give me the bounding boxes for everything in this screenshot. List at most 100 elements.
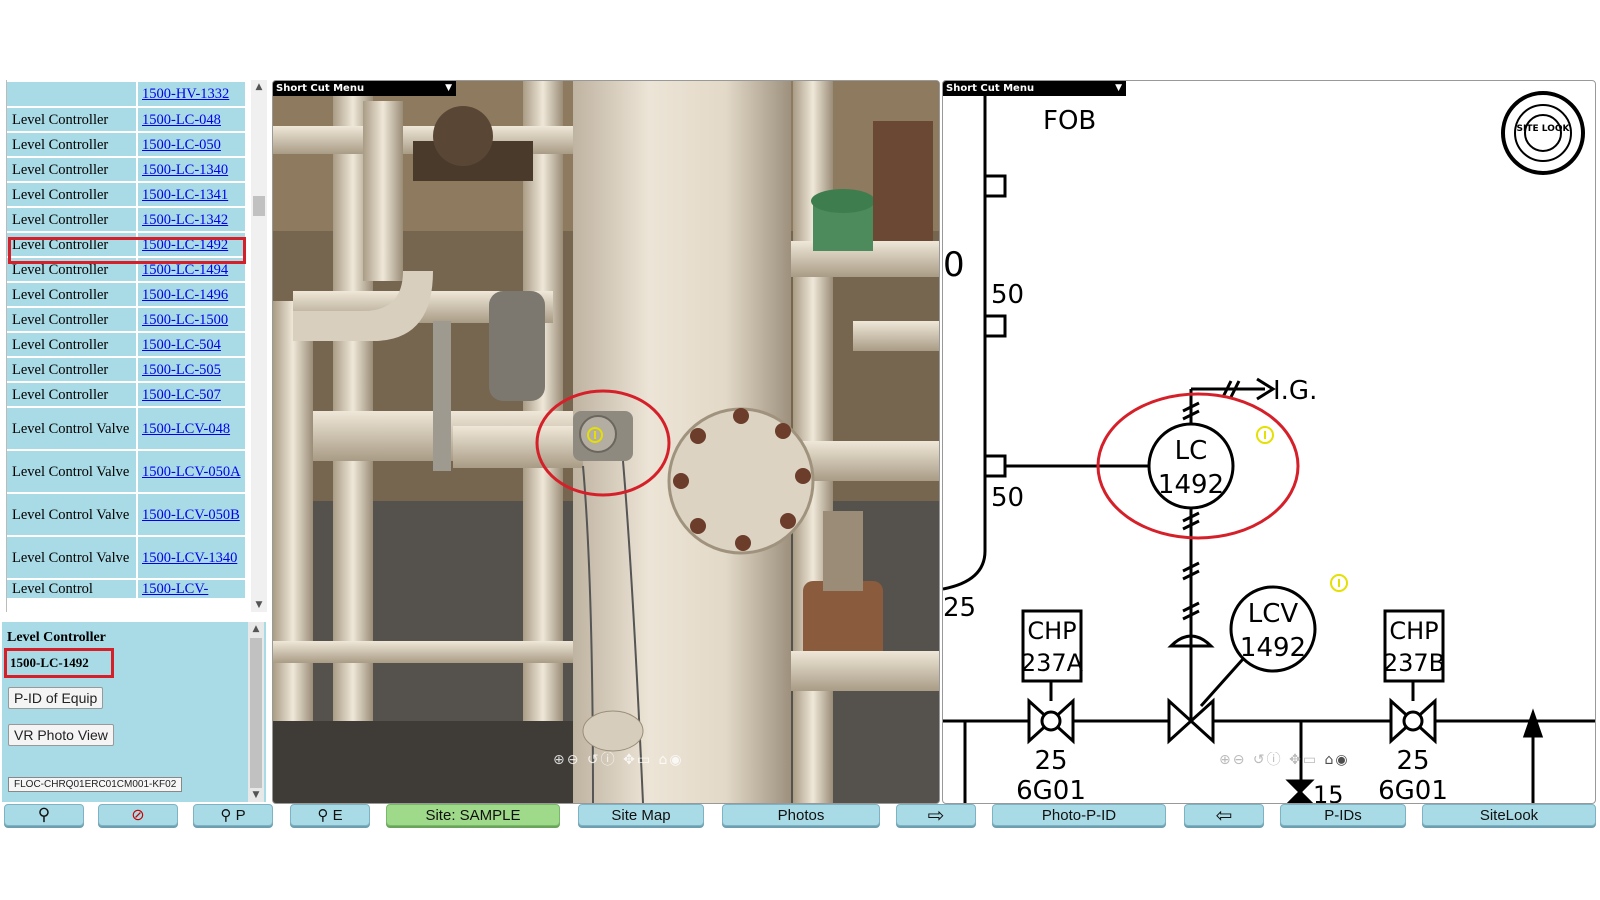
equipment-tag-cell: 1500-LC-1342 (138, 208, 245, 231)
list-row[interactable]: 1500-HV-1332 (7, 82, 245, 108)
photo-pid-button[interactable]: Photo-P-ID (992, 804, 1166, 826)
pid-viewer[interactable]: FOB 0 50 50 25 I.G. LC 1492 LCV 1492 CHP… (942, 80, 1596, 804)
equipment-tag-link[interactable]: 1500-LC-504 (142, 336, 221, 353)
zoom-in-icon[interactable]: ⊕ (553, 752, 567, 768)
valve-a-size: 25 (1034, 746, 1067, 776)
equipment-tag-link[interactable]: 1500-LCV-050B (142, 506, 240, 523)
equipment-tag-link[interactable]: 1500-LC-1494 (142, 261, 229, 278)
equipment-type-cell: Level Control Valve (7, 494, 138, 535)
fullscreen-icon[interactable]: ▭ (636, 752, 653, 768)
vr-photo-view-button[interactable]: VR Photo View (8, 724, 114, 746)
pid-shortcut-menu[interactable]: Short Cut Menu ▼ (943, 81, 1126, 96)
sitelook-button[interactable]: SiteLook (1422, 804, 1596, 826)
eye-icon[interactable]: ◉ (1335, 752, 1350, 768)
equipment-tag-link[interactable]: 1500-HV-1332 (142, 86, 230, 102)
equipment-tag-cell: 1500-LC-050 (138, 133, 245, 156)
equipment-tag-link[interactable]: 1500-LC-050 (142, 136, 221, 153)
pid-label-15: 15 (1313, 781, 1344, 803)
equipment-tag-cell: 1500-HV-1332 (138, 82, 245, 106)
equipment-tag-link[interactable]: 1500-LC-048 (142, 111, 221, 128)
equipment-tag-link[interactable]: 1500-LC-1342 (142, 211, 229, 228)
photos-button[interactable]: Photos (722, 804, 880, 826)
sitelook-logo: SITE LOOK (1501, 91, 1585, 175)
rotate-left-icon[interactable]: ↺ (586, 752, 601, 768)
back-button[interactable]: ⇦ (1184, 804, 1264, 827)
zoom-out-icon[interactable]: ⊖ (1232, 752, 1247, 768)
equipment-type-cell: Level Controller (7, 233, 138, 256)
dropdown-triangle-icon: ▼ (445, 83, 452, 93)
equipment-tag-link[interactable]: 1500-LCV-1340 (142, 549, 238, 566)
move-icon[interactable]: ✥ (1289, 752, 1303, 768)
valve-b-tag: 6G01 (1378, 776, 1448, 803)
equipment-tag-link[interactable]: 1500-LC-1496 (142, 286, 229, 303)
chp-b-line2: 237B (1383, 649, 1445, 677)
arrow-left-icon: ⇦ (1215, 804, 1233, 827)
equipment-detail-panel: Level Controller 1500-LC-1492 P-ID of Eq… (2, 622, 266, 802)
search-icon: ⚲ (37, 805, 51, 824)
site-button[interactable]: Site: SAMPLE (386, 804, 560, 826)
detail-scroll-thumb[interactable] (250, 638, 262, 788)
equipment-tag-link[interactable]: 1500-LCV-050A (142, 463, 241, 480)
scroll-thumb[interactable] (253, 196, 265, 216)
equipment-tag-link[interactable]: 1500-LCV- (142, 581, 209, 597)
home-icon[interactable]: ⌂ (658, 752, 670, 768)
scroll-up-arrow-icon[interactable]: ▲ (255, 82, 263, 92)
pid-hotspot-icon (1256, 426, 1274, 444)
photo-viewer[interactable]: Short Cut Menu ▼ ⊕⊖ ↺ⓘ ✥▭ ⌂◉ (272, 80, 940, 804)
equipment-tag-link[interactable]: 1500-LC-505 (142, 361, 221, 378)
pids-button[interactable]: P-IDs (1280, 804, 1406, 826)
zoom-in-icon[interactable]: ⊕ (1219, 752, 1233, 768)
rotate-left-icon[interactable]: ↺ (1252, 752, 1267, 768)
forward-button[interactable]: ⇨ (896, 804, 976, 827)
equipment-tag-link[interactable]: 1500-LC-1340 (142, 161, 229, 178)
site-map-button[interactable]: Site Map (578, 804, 704, 826)
detail-scroll-down-icon[interactable]: ▼ (252, 790, 260, 800)
eye-icon[interactable]: ◉ (669, 752, 684, 768)
list-scrollbar[interactable]: ▲ ▼ (251, 80, 267, 612)
equipment-tag-link[interactable]: 1500-LC-507 (142, 386, 221, 403)
search-e-button[interactable]: ⚲ E (290, 804, 370, 826)
equipment-tag-cell: 1500-LC-1494 (138, 258, 245, 281)
zoom-out-icon[interactable]: ⊖ (566, 752, 581, 768)
home-icon[interactable]: ⌂ (1324, 752, 1336, 768)
detail-scroll-up-icon[interactable]: ▲ (252, 624, 260, 634)
photo-viewer-controls[interactable]: ⊕⊖ ↺ⓘ ✥▭ ⌂◉ (553, 749, 684, 769)
equipment-tag-link[interactable]: 1500-LCV-048 (142, 420, 231, 437)
photo-shortcut-menu[interactable]: Short Cut Menu ▼ (273, 81, 456, 96)
scroll-down-arrow-icon[interactable]: ▼ (255, 600, 263, 610)
equipment-type-cell (7, 82, 138, 106)
pid-of-equip-button[interactable]: P-ID of Equip (8, 687, 104, 709)
search-p-button[interactable]: ⚲ P (193, 804, 273, 826)
equipment-tag-cell: 1500-LC-048 (138, 108, 245, 131)
clear-search-button[interactable]: ⊘ (98, 804, 178, 826)
equipment-tag-link[interactable]: 1500-LC-1500 (142, 311, 229, 328)
detail-scrollbar[interactable]: ▲ ▼ (248, 622, 264, 802)
fullscreen-icon[interactable]: ▭ (1302, 752, 1319, 768)
pid-viewer-controls[interactable]: ⊕⊖ ↺ⓘ ✥▭ ⌂◉ (1219, 749, 1350, 769)
move-icon[interactable]: ✥ (623, 752, 637, 768)
site-label: Site: (425, 806, 456, 824)
search-button[interactable]: ⚲ (4, 804, 84, 826)
info-icon[interactable]: ⓘ (600, 752, 617, 768)
info-icon[interactable]: ⓘ (1266, 752, 1283, 768)
equipment-tag-link[interactable]: 1500-LC-1492 (142, 236, 229, 253)
equipment-tag-link[interactable]: 1500-LC-1341 (142, 186, 229, 203)
